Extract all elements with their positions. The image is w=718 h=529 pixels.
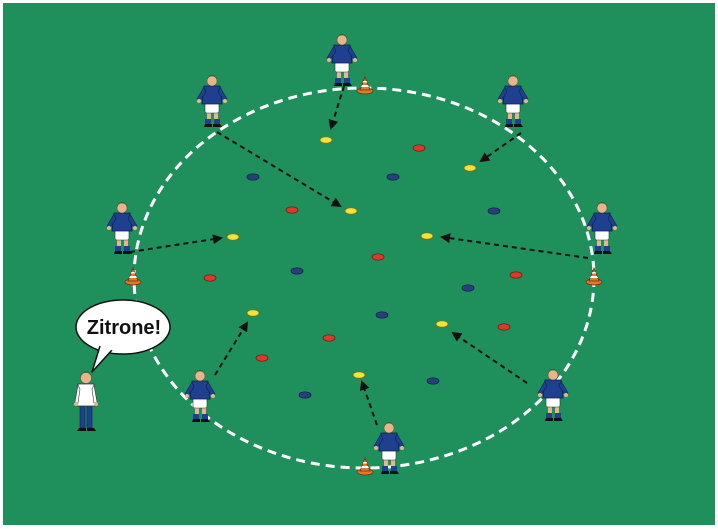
disc-marker-red (255, 354, 269, 362)
disc-marker-yellow (435, 320, 449, 328)
disc-marker-red (285, 206, 299, 214)
speech-bubble-text: Zitrone! (87, 317, 161, 339)
disc-marker-blue (461, 284, 475, 292)
disc-marker-red (203, 274, 217, 282)
pass-arrow (129, 234, 223, 253)
pass-arrow (440, 233, 589, 259)
speech-bubble: Zitrone! (75, 299, 171, 373)
pass-arrow (214, 321, 249, 376)
pitch (3, 3, 715, 525)
disc-marker-red (509, 271, 523, 279)
pass-arrow (479, 132, 522, 163)
disc-marker-blue (487, 207, 501, 215)
disc-marker-blue (375, 311, 389, 319)
disc-marker-yellow (352, 371, 366, 379)
disc-marker-red (371, 253, 385, 261)
pass-arrow (359, 380, 378, 426)
pass-arrow (451, 331, 528, 384)
pass-arrow (216, 131, 342, 208)
disc-marker-blue (298, 391, 312, 399)
pass-arrow (328, 85, 345, 130)
disc-marker-yellow (344, 207, 358, 215)
disc-marker-red (497, 323, 511, 331)
disc-marker-yellow (319, 136, 333, 144)
disc-marker-red (412, 144, 426, 152)
disc-marker-blue (290, 267, 304, 275)
pass-arrows (129, 85, 589, 426)
disc-marker-yellow (420, 232, 434, 240)
disc-marker-yellow (246, 309, 260, 317)
disc-marker-red (322, 334, 336, 342)
disc-marker-blue (386, 173, 400, 181)
disc-marker-blue (246, 173, 260, 181)
disc-marker-blue (426, 377, 440, 385)
disc-marker-yellow (226, 233, 240, 241)
disc-marker-yellow (463, 164, 477, 172)
